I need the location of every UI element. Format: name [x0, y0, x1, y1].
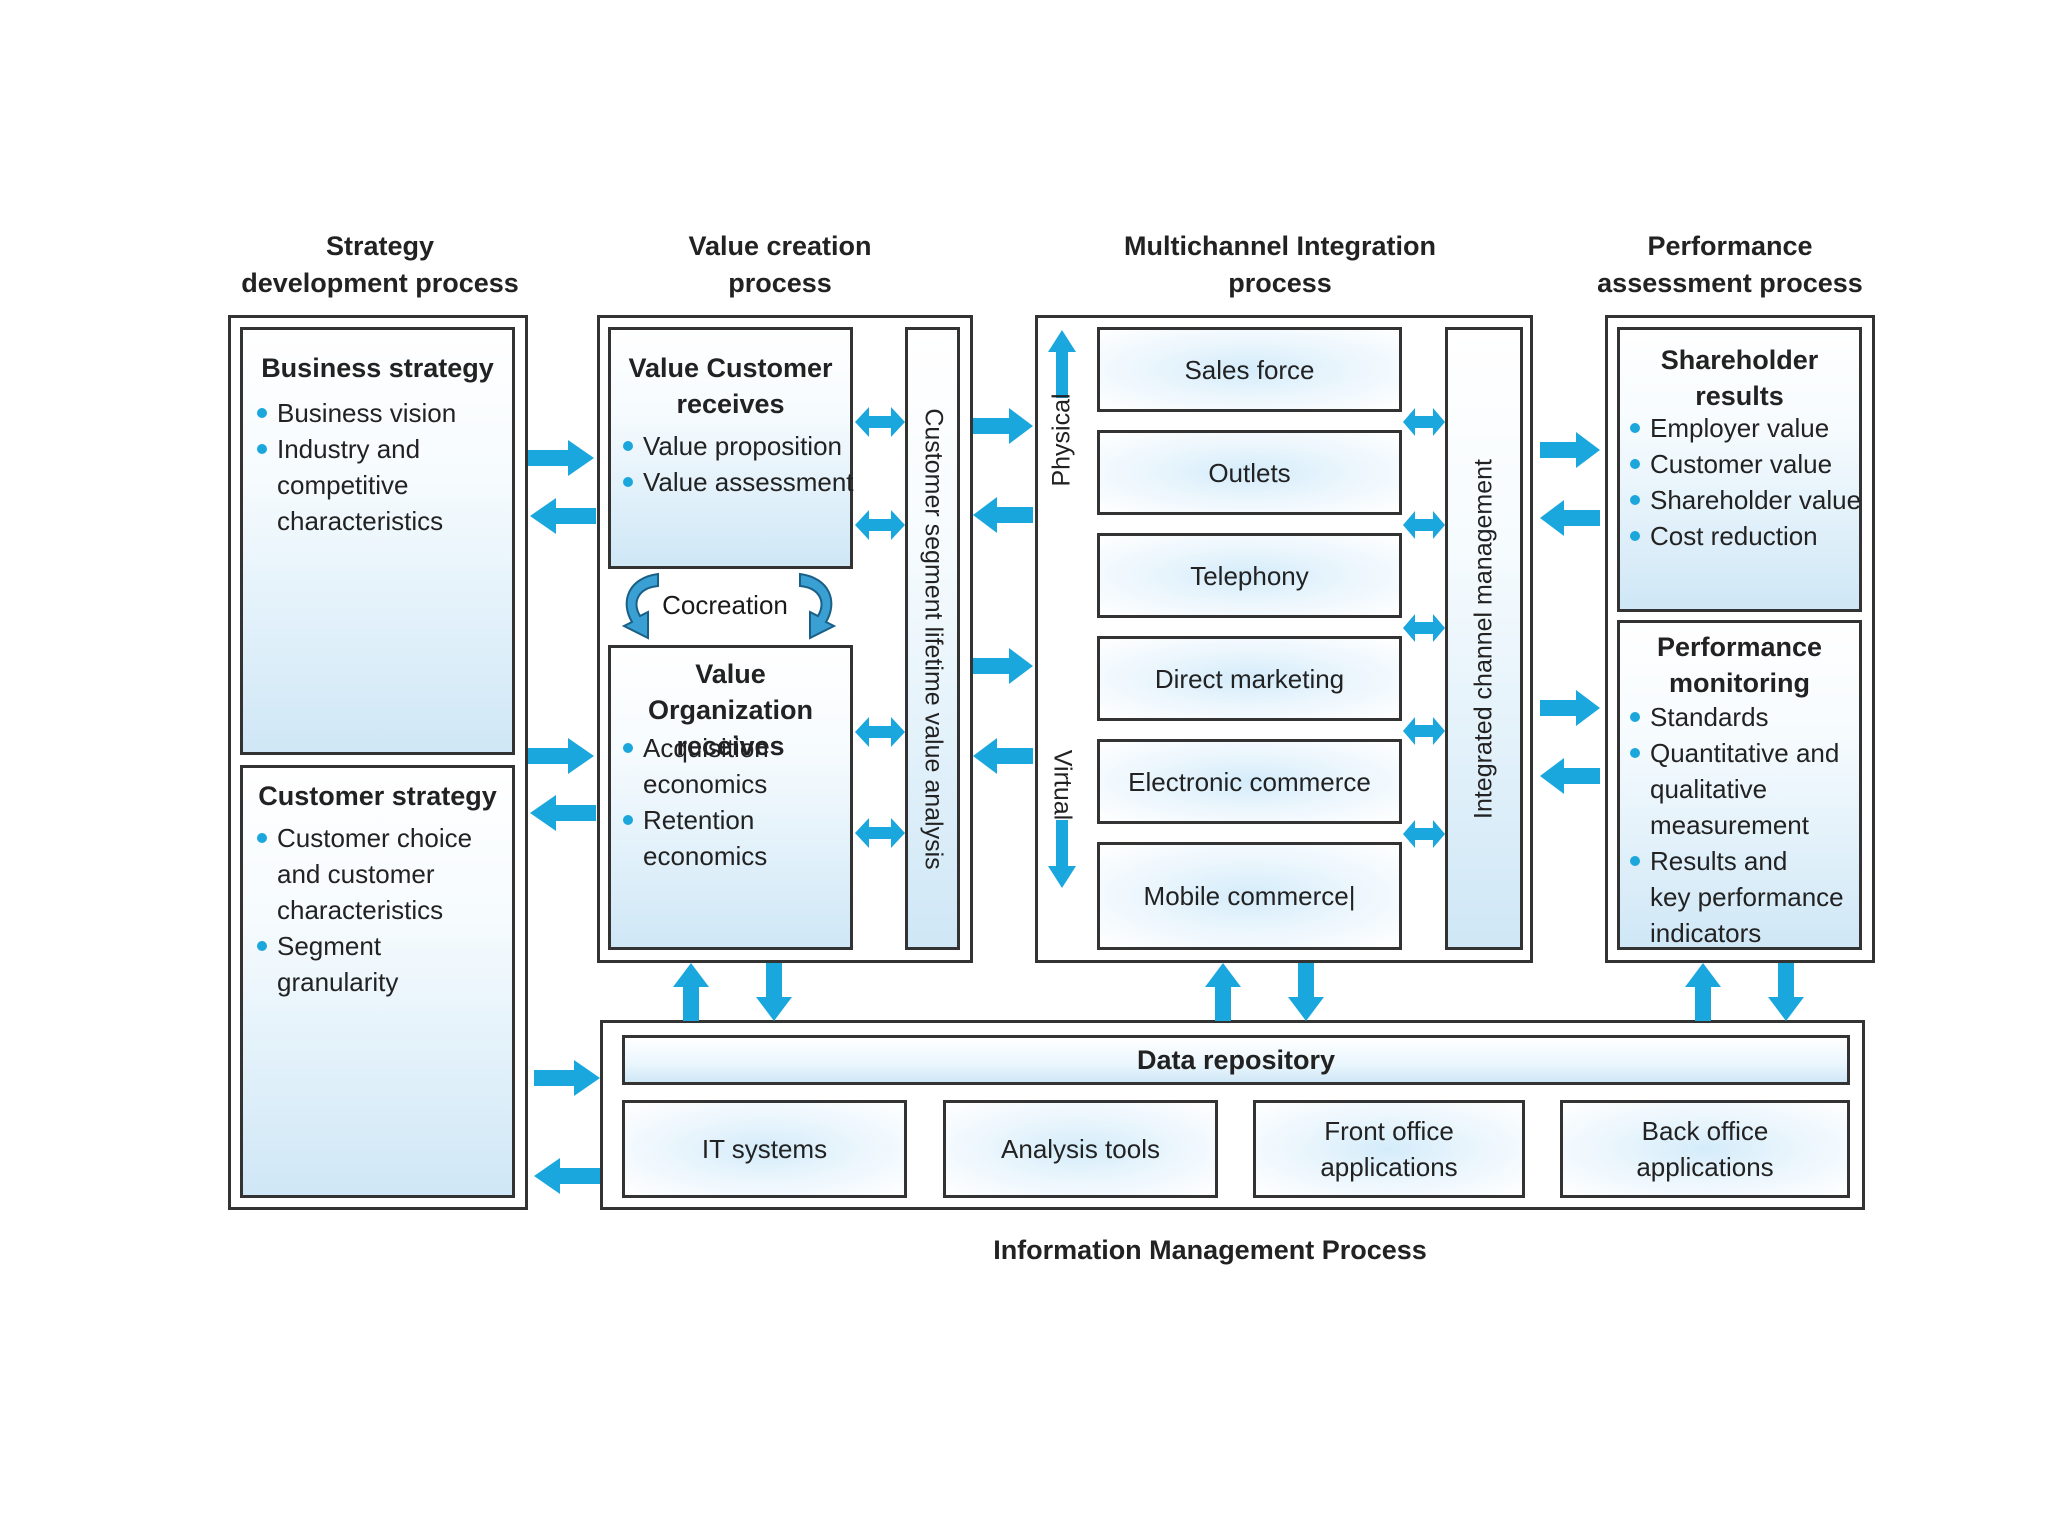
segment-lifetime-value-panel: Customer segment lifetime value analysis: [905, 327, 960, 950]
business-strategy-list: Business vision Industry and competitive…: [253, 395, 508, 539]
arrow-down-icon: [1768, 963, 1804, 1021]
channel-mobile-commerce: Mobile commerce|: [1097, 842, 1402, 950]
customer-strategy-panel: Customer strategy Customer choice and cu…: [240, 765, 515, 1198]
arrow-right-icon: [528, 440, 594, 476]
customer-strategy-title: Customer strategy: [258, 781, 497, 811]
arrow-left-icon: [530, 795, 596, 831]
arrow-left-icon: [973, 738, 1033, 774]
list-item: Value assessment: [619, 464, 854, 500]
list-item: Employer value: [1626, 410, 1863, 446]
list-item: Business vision: [253, 395, 508, 431]
heading-multichannel-integration: Multichannel Integration process: [1123, 231, 1436, 298]
value-customer-receives-panel: Value Customer receives Value propositio…: [608, 327, 854, 569]
performance-monitoring-panel: Performance monitoring Standards Quantit…: [1617, 620, 1862, 950]
customer-strategy-list: Customer choice and customer characteris…: [253, 820, 508, 1000]
list-item: Segment granularity: [253, 928, 508, 1000]
arrow-bidirectional-icon: [1403, 614, 1445, 642]
list-item: Value proposition: [619, 428, 854, 464]
arrow-left-icon: [1540, 500, 1600, 536]
list-item: Industry and competitive characteristics: [253, 431, 508, 539]
performance-monitoring-title: Performance monitoring: [1656, 632, 1823, 698]
arrow-bidirectional-icon: [855, 717, 905, 747]
system-front-office-applications: Front office applications: [1253, 1100, 1525, 1198]
channel-sales-force: Sales force: [1097, 327, 1402, 412]
shareholder-results-title: Shareholder results: [1660, 345, 1819, 411]
cocreation-cycle-right-icon: [799, 572, 837, 640]
segment-lifetime-value-label: Customer segment lifetime value analysis: [919, 407, 947, 870]
system-back-office-applications: Back office applications: [1560, 1100, 1850, 1198]
business-strategy-panel: Business strategy Business vision Indust…: [240, 327, 515, 755]
list-item: Quantitative and qualitative measurement: [1626, 735, 1863, 843]
data-repository-label: Data repository: [1136, 1045, 1336, 1075]
arrow-up-icon: [673, 963, 709, 1021]
value-organization-receives-title: Value Organization receives: [647, 659, 813, 761]
value-customer-receives-list: Value proposition Value assessment: [619, 428, 854, 500]
physical-up-arrow-icon: [1048, 330, 1076, 398]
heading-performance-assessment: Performance assessment process: [1597, 231, 1863, 298]
integrated-channel-management-panel: Integrated channel management: [1445, 327, 1523, 950]
arrow-left-icon: [973, 497, 1033, 533]
arrow-right-icon: [528, 738, 594, 774]
list-item: Acquisition economics: [619, 730, 854, 802]
arrow-right-icon: [1540, 432, 1600, 468]
value-customer-receives-title: Value Customer receives: [628, 353, 833, 419]
arrow-bidirectional-icon: [855, 510, 905, 540]
arrow-down-icon: [756, 963, 792, 1021]
cocreation-label: Cocreation: [662, 590, 788, 620]
list-item: Standards: [1626, 699, 1863, 735]
list-item: Results and key performance indicators: [1626, 843, 1863, 951]
channel-telephony: Telephony: [1097, 533, 1402, 618]
performance-monitoring-list: Standards Quantitative and qualitative m…: [1626, 699, 1863, 951]
arrow-up-icon: [1685, 963, 1721, 1021]
value-organization-receives-list: Acquisition economics Retention economic…: [619, 730, 854, 874]
shareholder-results-list: Employer value Customer value Shareholde…: [1626, 410, 1863, 554]
arrow-bidirectional-icon: [855, 407, 905, 437]
arrow-bidirectional-icon: [1403, 820, 1445, 848]
value-organization-receives-panel: Value Organization receives Acquisition …: [608, 645, 853, 950]
arrow-bidirectional-icon: [1403, 511, 1445, 539]
arrow-down-icon: [1288, 963, 1324, 1021]
channel-electronic-commerce: Electronic commerce: [1097, 739, 1402, 824]
shareholder-results-panel: Shareholder results Employer value Custo…: [1617, 327, 1862, 612]
arrow-left-icon: [534, 1158, 600, 1194]
heading-strategy-development: Strategy development process: [241, 231, 519, 298]
heading-information-management: Information Management Process: [993, 1235, 1427, 1265]
arrow-right-icon: [534, 1060, 600, 1096]
list-item: Shareholder value: [1626, 482, 1863, 518]
system-analysis-tools: Analysis tools: [943, 1100, 1218, 1198]
list-item: Customer choice and customer characteris…: [253, 820, 508, 928]
list-item: Retention economics: [619, 802, 854, 874]
channel-direct-marketing: Direct marketing: [1097, 636, 1402, 721]
arrow-up-icon: [1205, 963, 1241, 1021]
arrow-bidirectional-icon: [855, 818, 905, 848]
system-it-systems: IT systems: [622, 1100, 907, 1198]
arrow-right-icon: [973, 648, 1033, 684]
channel-outlets: Outlets: [1097, 430, 1402, 515]
heading-value-creation: Value creation process: [688, 231, 872, 298]
virtual-down-arrow-icon: [1048, 820, 1076, 888]
list-item: Customer value: [1626, 446, 1863, 482]
list-item: Cost reduction: [1626, 518, 1863, 554]
integrated-channel-management-label: Integrated channel management: [1469, 458, 1498, 819]
data-repository-bar: Data repository: [622, 1035, 1850, 1085]
arrow-right-icon: [1540, 690, 1600, 726]
arrow-bidirectional-icon: [1403, 408, 1445, 436]
arrow-left-icon: [1540, 758, 1600, 794]
arrow-left-icon: [530, 498, 596, 534]
cocreation-cycle-left-icon: [621, 572, 659, 640]
virtual-label: Virtual: [1048, 749, 1077, 821]
arrow-bidirectional-icon: [1403, 717, 1445, 745]
business-strategy-title: Business strategy: [261, 353, 494, 383]
physical-label: Physical: [1047, 393, 1076, 487]
arrow-right-icon: [973, 408, 1033, 444]
